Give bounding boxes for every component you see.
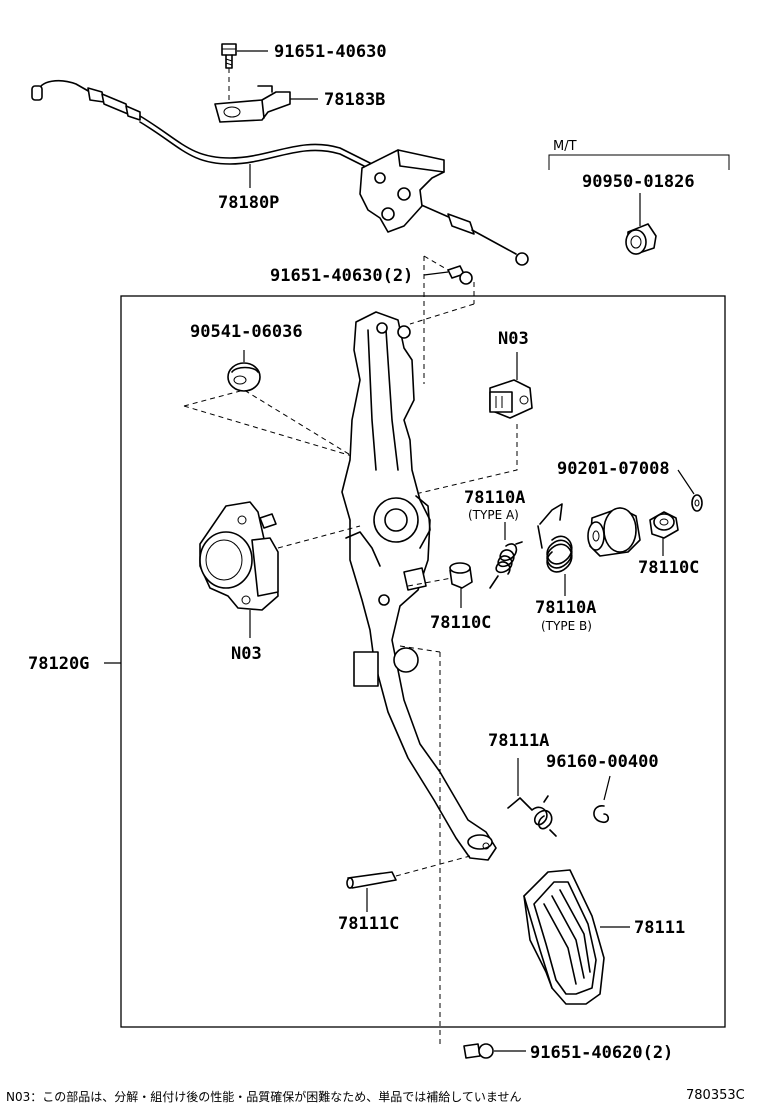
label-type-a: (TYPE A) [468,508,519,522]
footnote: N03：この部品は、分解・組付け後の性能・品質確保が困難なため、単品では補給して… [6,1089,522,1104]
label-n03-lower: N03 [231,644,262,664]
label-78120g: 78120G [28,654,89,674]
stopper-bumper-icon [183,350,353,457]
label-90201-07008: 90201-07008 [557,459,670,479]
label-78110c-center: 78110C [430,613,491,633]
label-mt: M/T [553,139,577,154]
stopper-cushion-icon [625,193,657,255]
label-78180p: 78180P [218,193,279,213]
assembly-frame [120,295,726,1028]
label-type-b: (TYPE B) [541,619,592,633]
bolt-top-icon [221,43,237,108]
label-78110c-right: 78110C [638,558,699,578]
bushing-right-icon [649,511,679,556]
throttle-cable-icon [31,79,529,266]
label-91651-40630-top: 91651-40630 [274,42,387,62]
label-78111a: 78111A [488,731,549,751]
pedal-pad-icon [523,869,630,1005]
return-spring-type-a-icon [489,522,523,589]
pivot-pin-icon [346,855,471,912]
label-78110a-type-a: 78110A [464,488,525,508]
bushing-drum-icon [587,507,641,557]
bolt-pair-lower-icon [399,645,526,1059]
label-78183b: 78183B [324,90,385,110]
cable-bracket-icon [359,149,445,233]
pedal-spring-icon [507,758,557,837]
label-90541-06036: 90541-06036 [190,322,303,342]
label-78111c: 78111C [338,914,399,934]
diagram-code: 780353C [686,1088,745,1103]
label-96160-00400: 96160-00400 [546,752,659,772]
position-sensor-icon [199,501,361,638]
retaining-clip-icon [593,775,611,824]
bolt-pair-upper-icon [409,255,475,384]
bushing-center-icon [407,562,473,608]
label-78111: 78111 [634,918,685,938]
pedal-arm-assembly-icon [341,311,497,861]
label-91651-40620-2: 91651-40620(2) [530,1043,673,1063]
return-spring-type-b-icon [537,503,573,596]
cable-clip-icon [214,85,291,123]
washer-icon [677,469,703,512]
label-90950-01826: 90950-01826 [582,172,695,192]
leader-lines [104,50,449,664]
label-78110a-type-b: 78110A [535,598,596,618]
sensor-connector-icon [389,352,533,501]
mt-bracket [548,154,730,170]
label-91651-40630-2: 91651-40630(2) [270,266,413,286]
label-n03-upper: N03 [498,329,529,349]
